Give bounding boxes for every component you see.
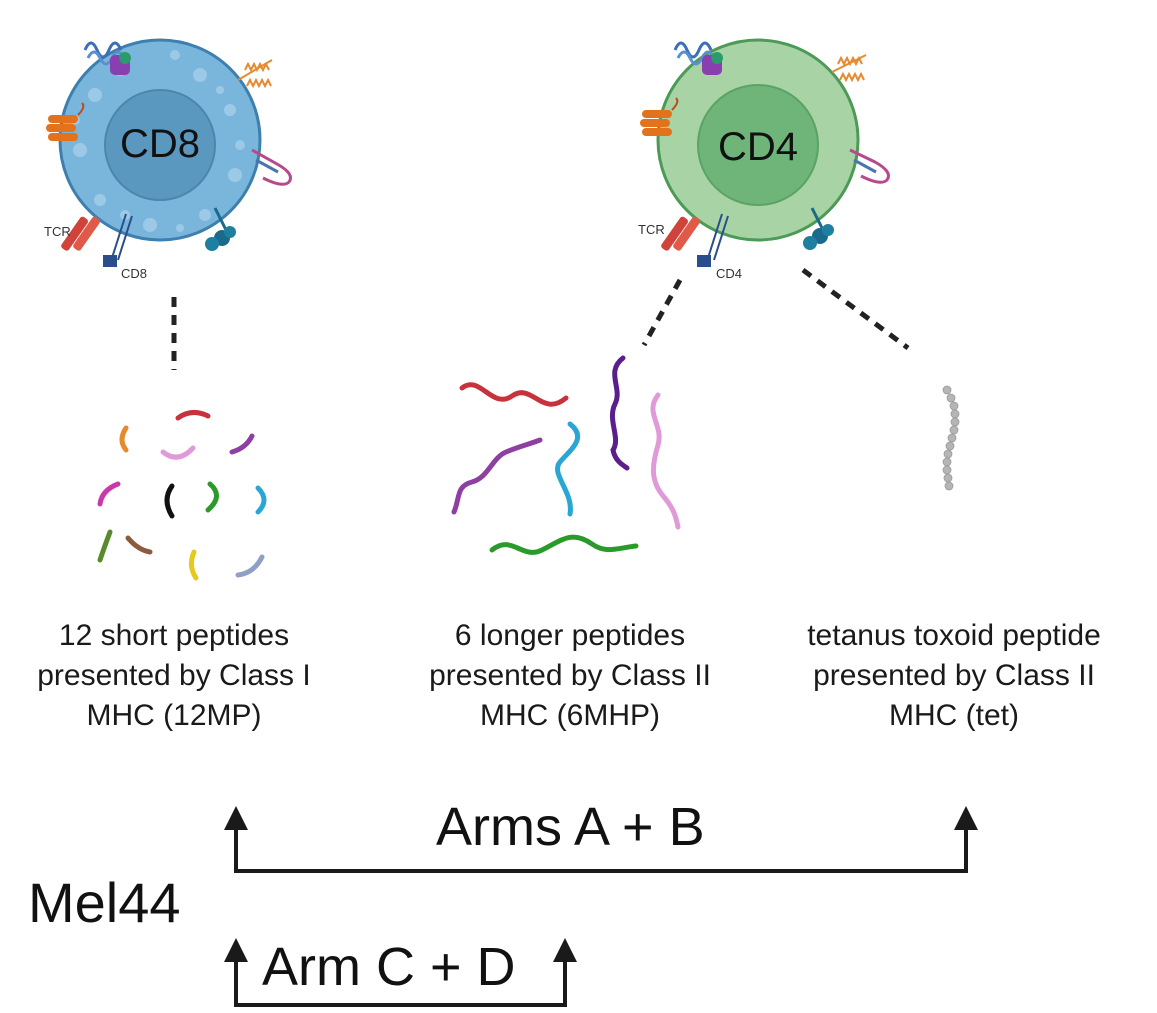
receptor-icon: [83, 41, 131, 75]
cytokine-receptor-icon: [803, 207, 834, 250]
short-peptide: [160, 445, 196, 460]
antibody-receptor-icon: [237, 59, 273, 89]
short-peptide: [125, 535, 153, 555]
short-peptide: [164, 483, 175, 519]
tcr-icon: [661, 216, 700, 251]
short-peptide: [255, 485, 267, 515]
cd4-coreceptor-label: CD4: [716, 266, 742, 281]
connector-cd4-tet: [801, 267, 910, 351]
arms-ab-label: Arms A + B: [436, 797, 705, 857]
short-peptide: [97, 481, 121, 507]
cd8-tcr-label: TCR: [44, 224, 71, 239]
tcr-icon: [61, 216, 100, 251]
caption-line: 12 short peptides: [58, 619, 290, 652]
long-peptides: [451, 355, 681, 555]
antibody-receptor-icon: [831, 54, 867, 83]
hook-receptor-icon: [849, 148, 890, 184]
tet-peptide-caption: tetanus toxoid peptide presented by Clas…: [784, 616, 1124, 736]
long-peptide: [609, 355, 630, 471]
dashed-connectors: [171, 267, 910, 370]
long-peptide: [451, 437, 543, 515]
long-peptides-caption: 6 longer peptides presented by Class II …: [400, 616, 740, 736]
long-peptide: [489, 534, 639, 555]
short-peptide: [188, 549, 199, 581]
arrow-up-icon: [224, 938, 248, 962]
cd8-cell-label: CD8: [120, 122, 200, 166]
cd8-nucleus: [104, 89, 216, 201]
channel-receptor-icon: [640, 97, 679, 136]
cd4-tcr-label: TCR: [638, 222, 665, 237]
hook-receptor-icon: [251, 148, 292, 186]
connector-cd4-long: [641, 278, 683, 347]
cd4-nucleus: [697, 84, 819, 206]
caption-line: tetanus toxoid peptide: [807, 619, 1101, 652]
caption-line: presented by Class II: [813, 659, 1095, 692]
cytokine-receptor-icon: [205, 207, 236, 251]
short-peptide: [235, 554, 265, 578]
caption-line: 6 longer peptides: [454, 619, 686, 652]
cd4-cell-label: CD4: [718, 125, 798, 169]
caption-line: MHC (6MHP): [480, 699, 660, 732]
coreceptor-icon: [697, 213, 729, 267]
long-peptide: [555, 421, 580, 517]
arms-ab-bracket: [234, 828, 968, 873]
short-peptide: [119, 425, 129, 453]
arms-cd-label: Arm C + D: [262, 937, 516, 997]
short-peptide: [97, 529, 113, 563]
coreceptor-icon: [103, 213, 133, 267]
short-peptide: [205, 481, 219, 513]
caption-line: MHC (tet): [889, 699, 1019, 732]
mel44-label: Mel44: [28, 871, 181, 934]
short-peptide: [175, 410, 211, 421]
tet-peptide-beads: [942, 385, 960, 491]
cd8-coreceptor-label: CD8: [121, 266, 147, 281]
caption-line: MHC (12MP): [86, 699, 262, 732]
arms-cd-bracket: [234, 960, 567, 1007]
short-peptide: [229, 433, 255, 455]
cd8-cell: CD8 TCR: [44, 38, 292, 281]
short-peptides-caption: 12 short peptides presented by Class I M…: [4, 616, 344, 736]
channel-receptor-icon: [46, 102, 85, 141]
long-peptide: [650, 392, 681, 530]
arrow-up-icon: [224, 806, 248, 830]
short-peptides: [97, 410, 267, 581]
long-peptide: [459, 382, 569, 407]
caption-line: presented by Class I: [37, 659, 311, 692]
cd4-cell: CD4 TCR: [638, 38, 890, 281]
arrow-up-icon: [954, 806, 978, 830]
receptor-icon: [673, 41, 723, 75]
caption-line: presented by Class II: [429, 659, 711, 692]
arrow-up-icon: [553, 938, 577, 962]
